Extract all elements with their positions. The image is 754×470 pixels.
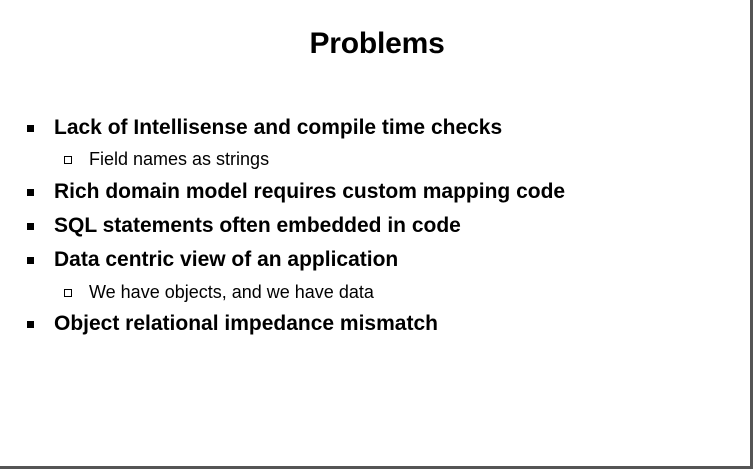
square-bullet-icon: [27, 223, 34, 230]
sub-bullet-text: Field names as strings: [89, 149, 270, 169]
square-bullet-icon: [27, 125, 34, 132]
bullet-text: Object relational impedance mismatch: [54, 312, 438, 335]
bullet-text: Lack of Intellisense and compile time ch…: [54, 116, 503, 139]
bullet-text: Rich domain model requires custom mappin…: [54, 180, 566, 203]
sub-bullet-text: We have objects, and we have data: [89, 282, 374, 302]
bullet-text: SQL statements often embedded in code: [54, 214, 461, 237]
bullet-text: Data centric view of an application: [54, 248, 399, 271]
square-bullet-icon: [27, 257, 34, 264]
hollow-square-bullet-icon: [64, 289, 72, 297]
slide-title: Problems: [309, 27, 445, 60]
square-bullet-icon: [27, 189, 34, 196]
hollow-square-bullet-icon: [64, 156, 72, 164]
square-bullet-icon: [27, 321, 34, 328]
